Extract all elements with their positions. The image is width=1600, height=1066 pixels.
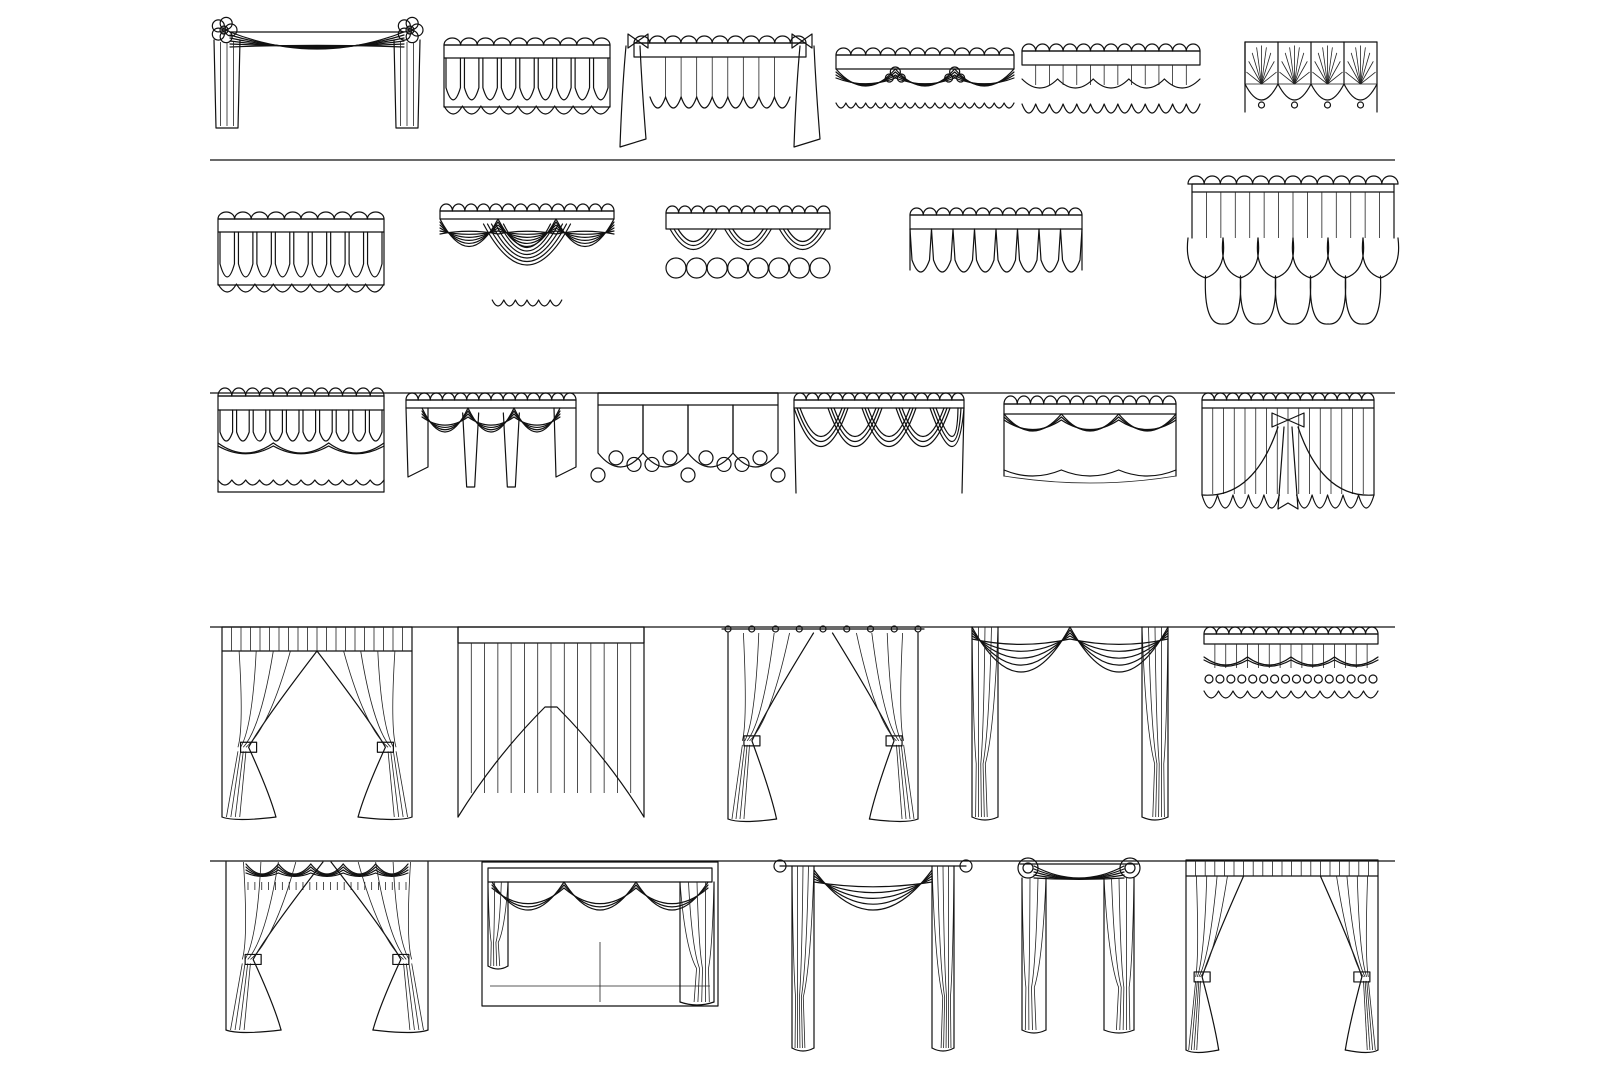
cascade-swag-valance [793,392,965,494]
layered-swag-valance [439,203,615,307]
fringed-swag-drapes [225,861,429,1034]
gathered-swag-valance [1003,395,1177,484]
curtain-items [211,16,1400,1054]
scallop-point-valance [909,207,1083,273]
jabot-swag-valance [405,392,577,488]
box-scallop-valance-2 [217,211,385,293]
pleated-balloon-valance [1186,175,1400,325]
row-3-valances [217,387,1375,510]
tab-top-tieback [1185,859,1379,1054]
fan-pleat-valance [1244,41,1378,113]
rod-tieback-curtain [721,625,925,823]
row-2-valances [217,175,1400,325]
balloon-valance [1021,43,1201,114]
beaded-balloon-valance [1203,626,1379,699]
tieback-drapes [221,626,413,821]
row-5-curtains [225,857,1379,1054]
triple-swag-valance [835,47,1015,109]
scalloped-hem-valance [217,387,385,493]
swag-with-rosettes [211,16,424,129]
bow-tied-valance [619,33,821,148]
rosette-swag-drapes [1017,857,1141,1034]
row-rules [210,159,1395,862]
double-loop-valance [665,205,831,279]
row-1-valances [211,16,1378,148]
row-4-curtains [221,625,1379,823]
arched-sheer-curtain [457,626,645,818]
swag-over-drapes [971,626,1169,821]
bow-center-valance [1201,392,1375,510]
pointed-pennant-valance [590,392,786,483]
pole-swag-drapes [773,859,973,1052]
box-pleat-scallop-valance [443,37,611,115]
window-swag-drapes [481,861,719,1007]
